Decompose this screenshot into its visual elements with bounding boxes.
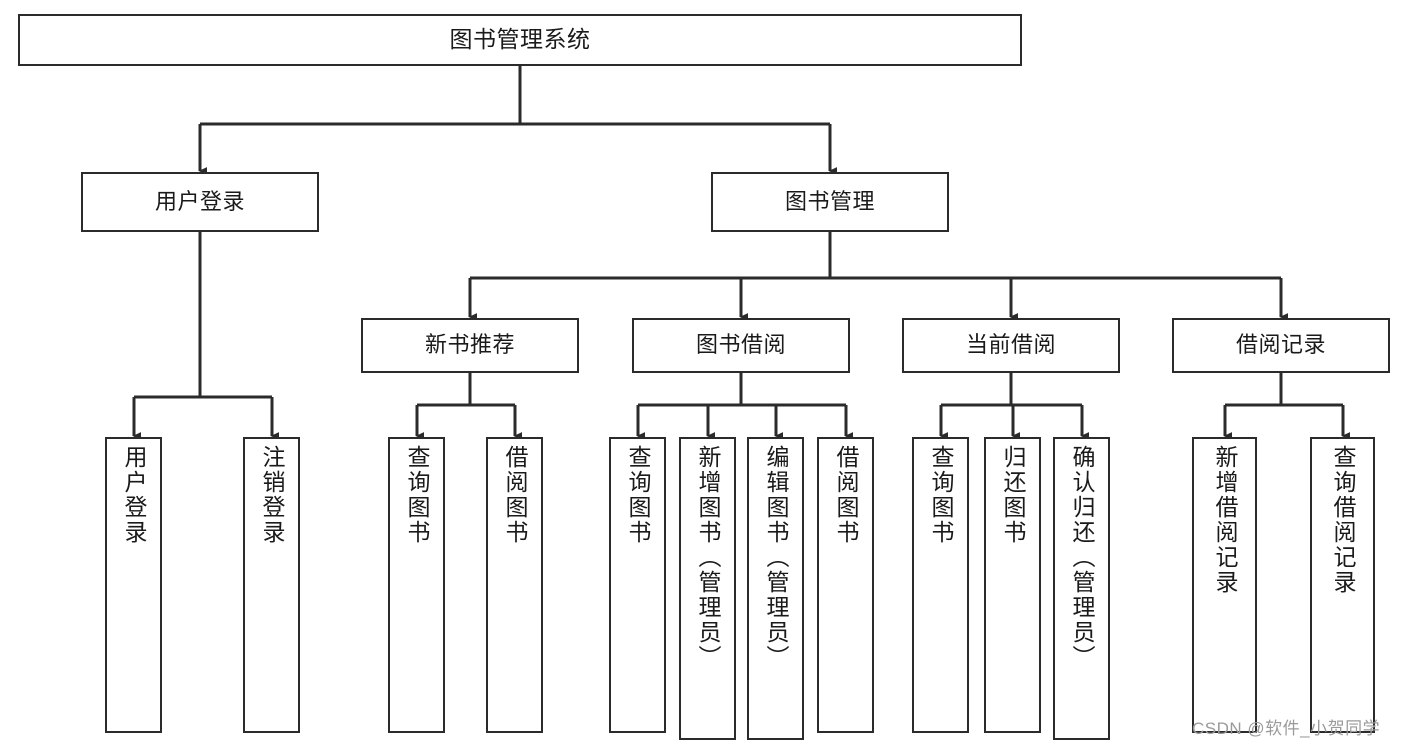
node-label: 图书管理 [784, 188, 875, 214]
node-label: 查询图书 [928, 445, 954, 545]
node-label: 归还图书 [1000, 445, 1026, 545]
node-label: 确认归还（管理员） [1069, 445, 1095, 670]
watermark: CSDN @软件_小贺同学 [1192, 719, 1381, 738]
node-leaf-add-record[interactable]: 新增借阅记录 [1192, 437, 1257, 733]
node-root[interactable]: 图书管理系统 [18, 14, 1022, 66]
node-new-book-rec[interactable]: 新书推荐 [361, 318, 579, 373]
node-label: 查询图书 [404, 445, 430, 545]
node-label: 新增借阅记录 [1212, 445, 1238, 595]
node-label: 新增图书（管理员） [695, 445, 721, 670]
node-leaf-edit-book[interactable]: 编辑图书（管理员） [747, 437, 804, 740]
node-label: 借阅记录 [1235, 332, 1326, 358]
node-leaf-add-book[interactable]: 新增图书（管理员） [679, 437, 736, 740]
node-leaf-query-book-2[interactable]: 查询图书 [609, 437, 666, 733]
node-leaf-query-book-1[interactable]: 查询图书 [388, 437, 445, 733]
node-label: 查询借阅记录 [1330, 445, 1356, 595]
node-label: 用户登录 [121, 445, 147, 545]
node-leaf-return-book[interactable]: 归还图书 [984, 437, 1041, 733]
node-current-borrow[interactable]: 当前借阅 [902, 318, 1120, 373]
node-label: 编辑图书（管理员） [763, 445, 789, 670]
node-leaf-confirm-return[interactable]: 确认归还（管理员） [1053, 437, 1110, 740]
node-label: 当前借阅 [965, 332, 1056, 358]
node-user-login[interactable]: 用户登录 [81, 172, 319, 232]
node-leaf-borrow-book-1[interactable]: 借阅图书 [486, 437, 543, 733]
node-label: 图书管理系统 [449, 26, 591, 53]
node-label: 借阅图书 [833, 445, 859, 545]
node-label: 新书推荐 [424, 332, 515, 358]
node-label: 用户登录 [154, 188, 245, 214]
node-book-borrow[interactable]: 图书借阅 [632, 318, 850, 373]
node-leaf-borrow-book-2[interactable]: 借阅图书 [817, 437, 874, 733]
node-borrow-record[interactable]: 借阅记录 [1172, 318, 1390, 373]
node-leaf-logout[interactable]: 注销登录 [243, 437, 300, 733]
node-label: 查询图书 [625, 445, 651, 545]
node-label: 图书借阅 [695, 332, 786, 358]
node-leaf-query-record[interactable]: 查询借阅记录 [1310, 437, 1375, 733]
node-book-manage[interactable]: 图书管理 [711, 172, 949, 232]
node-label: 借阅图书 [502, 445, 528, 545]
node-leaf-query-book-3[interactable]: 查询图书 [912, 437, 969, 733]
node-leaf-user-login[interactable]: 用户登录 [105, 437, 162, 733]
node-label: 注销登录 [259, 445, 285, 545]
